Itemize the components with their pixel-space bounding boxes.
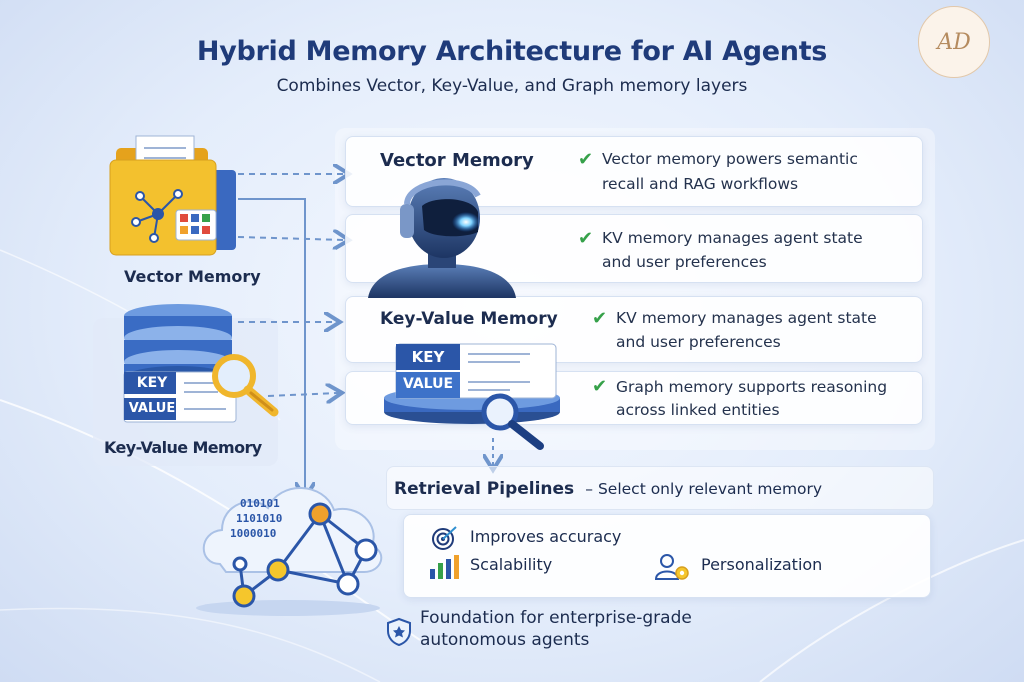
database-icon [123, 304, 279, 423]
graph-memory-desc-line1: Graph memory supports reasoning [616, 378, 888, 396]
kv-state-desc-line1: KV memory manages agent state [602, 229, 863, 247]
graph-network-icon [232, 502, 378, 608]
vector-memory-desc-line1: Vector memory powers semantic [602, 150, 858, 168]
check-icon: ✔ [592, 308, 608, 329]
graph-memory-desc-line2: across linked entities [616, 401, 780, 419]
vector-memory-card-title: Vector Memory [380, 150, 534, 171]
check-icon: ✔ [592, 376, 608, 397]
page-subtitle: Combines Vector, Key-Value, and Graph me… [276, 76, 748, 96]
retrieval-title: Retrieval Pipelines [394, 479, 575, 499]
folder-icon [109, 135, 236, 256]
center-value-label: VALUE [402, 376, 454, 392]
kv-key-label: KEY [136, 375, 168, 391]
vector-memory-desc-line2: recall and RAG workflows [602, 175, 799, 193]
logo-monogram: AD [937, 29, 971, 55]
key-value-desc-line2: and user preferences [616, 333, 781, 351]
key-value-memory-card-title: Key-Value Memory [380, 309, 558, 329]
vector-memory-label: Vector Memory [124, 267, 261, 286]
key-value-desc-line1: KV memory manages agent state [616, 309, 877, 327]
footer-line2: autonomous agents [420, 630, 590, 650]
footer-line1: Foundation for enterprise-grade [420, 608, 692, 628]
shield-icon [387, 617, 411, 647]
feature-personalization: Personalization [701, 555, 823, 574]
kv-state-desc-line2: and user preferences [602, 253, 767, 271]
target-icon [432, 526, 457, 550]
robot-icon [368, 178, 516, 298]
binary-line-2: 1101010 [236, 512, 283, 525]
feature-accuracy: Improves accuracy [470, 527, 622, 546]
center-kv-block [384, 343, 560, 450]
binary-line-1: 010101 [240, 497, 280, 510]
bar-chart-icon [430, 555, 459, 579]
check-icon: ✔ [578, 149, 594, 170]
binary-line-3: 1000010 [230, 527, 277, 540]
user-gear-icon [654, 554, 689, 580]
page-title: Hybrid Memory Architecture for AI Agents [196, 36, 828, 67]
vector-memory-card: Vector Memory ✔ Vector memory powers sem… [345, 136, 923, 207]
retrieval-subtitle: – Select only relevant memory [585, 480, 823, 498]
key-value-memory-label: Key-Value Memory [104, 438, 262, 457]
retrieval-bar [386, 466, 934, 510]
kv-value-label: VALUE [128, 401, 176, 416]
features-card: Improves accuracy Scalability Personaliz… [403, 514, 931, 598]
center-key-label: KEY [411, 348, 445, 366]
check-icon: ✔ [578, 228, 594, 249]
retrieval-row: Retrieval Pipelines – Select only releva… [394, 479, 822, 499]
feature-scalability: Scalability [470, 555, 553, 574]
brand-logo: AD [918, 6, 990, 78]
